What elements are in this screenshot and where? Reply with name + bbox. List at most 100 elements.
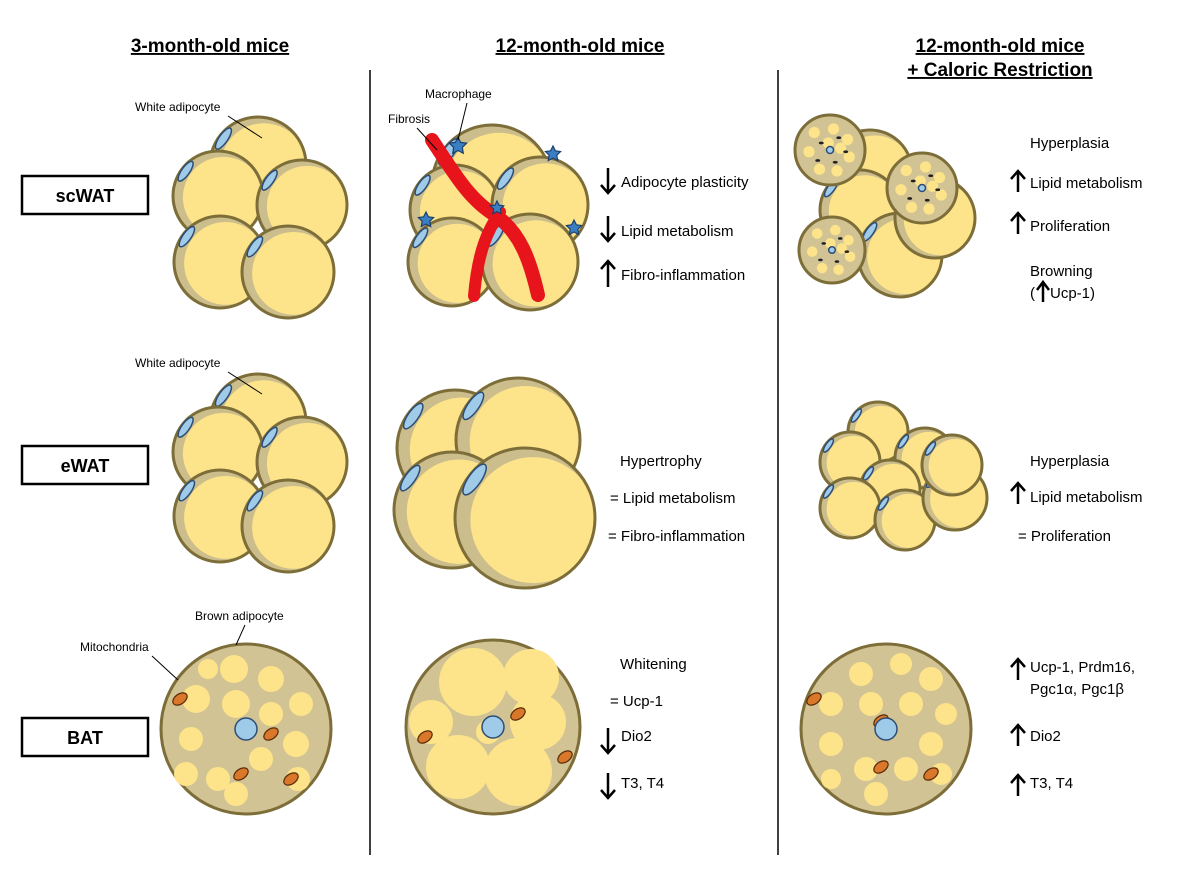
mitochondria-icon xyxy=(873,760,889,774)
lipid-droplet xyxy=(179,727,203,751)
mitochondrion xyxy=(834,260,840,263)
mitochondrion xyxy=(907,197,913,200)
leader-fibrosis xyxy=(416,127,438,151)
finding-text: = Ucp-1 xyxy=(610,693,663,710)
mitochondrion xyxy=(935,188,941,192)
lipid-droplet xyxy=(859,692,883,716)
lipid-droplet xyxy=(249,747,273,771)
lipid-droplet xyxy=(198,659,218,679)
lipid-droplet xyxy=(890,653,912,675)
finding-text: = Fibro-inflammation xyxy=(608,528,745,545)
ewat-12m-cluster xyxy=(392,376,597,590)
lipid-droplet xyxy=(258,666,284,692)
label-brown-adipocyte: Brown adipocyte xyxy=(195,609,284,623)
nucleus xyxy=(261,426,278,448)
row-label-bat-text: BAT xyxy=(67,728,103,748)
lipid-droplet xyxy=(409,700,453,744)
arrow-down-icon xyxy=(600,728,616,755)
leader-brown-adipocyte xyxy=(235,624,246,646)
finding-text: Ucp-1, Prdm16, xyxy=(1030,659,1135,676)
lipid-droplet xyxy=(899,692,923,716)
mitochondria-icon xyxy=(557,750,573,764)
macrophage-icon xyxy=(565,218,583,236)
mitochondria-icon xyxy=(172,692,188,706)
bat-3m-cell xyxy=(159,642,333,816)
lipid-droplet xyxy=(894,757,918,781)
header-col1: 3-month-old mice xyxy=(131,36,289,57)
finding-text: Lipid metabolism xyxy=(1030,489,1143,506)
mitochondrion xyxy=(928,174,934,178)
macrophage-icon xyxy=(488,199,506,215)
label-fibrosis: Fibrosis xyxy=(388,112,430,126)
bat-cr-cell xyxy=(799,642,973,816)
macrophage-icon xyxy=(448,135,468,155)
mitochondrion xyxy=(818,258,823,262)
nucleus xyxy=(177,416,194,438)
lipid-droplet xyxy=(283,731,309,757)
finding-text: = Lipid metabolism xyxy=(610,490,735,507)
bat-12m-cell xyxy=(404,638,582,816)
lipid-droplet xyxy=(289,692,313,716)
arrow-up-icon xyxy=(1010,481,1026,504)
findings-scwat-12m: Adipocyte plasticity Lipid metabolism Fi… xyxy=(600,168,749,287)
lipid-droplet xyxy=(864,782,888,806)
beige-adipocyte xyxy=(793,113,867,187)
lipid-droplet xyxy=(174,762,198,786)
nucleus xyxy=(877,496,890,511)
mitochondria-icon xyxy=(510,707,526,721)
macrophages xyxy=(417,135,583,236)
mitochondrion xyxy=(843,150,849,154)
lipid-droplet xyxy=(821,769,841,789)
header-col2: 12-month-old mice xyxy=(496,36,665,57)
leader-mitochondria xyxy=(151,655,179,681)
finding-text: Adipocyte plasticity xyxy=(621,174,749,191)
nucleus xyxy=(246,235,264,258)
row-label-ewat: eWAT xyxy=(20,444,150,486)
finding-text: T3, T4 xyxy=(1030,775,1073,792)
arrow-up-icon xyxy=(1036,279,1050,302)
lipid-droplet xyxy=(484,738,552,806)
finding-text: Lipid metabolism xyxy=(1030,175,1143,192)
scwat-3m-cluster xyxy=(171,115,349,320)
nucleus xyxy=(917,183,927,193)
nucleus xyxy=(214,127,233,150)
white-adipocyte xyxy=(453,446,597,590)
nucleus xyxy=(462,463,487,496)
mitochondrion xyxy=(837,237,843,240)
arrow-down-icon xyxy=(600,168,616,195)
mitochondrion xyxy=(815,159,821,162)
arrow-up-icon xyxy=(1010,169,1026,192)
findings-ewat-cr: Hyperplasia Lipid metabolism = Prolifera… xyxy=(1010,453,1143,545)
finding-text: Dio2 xyxy=(1030,728,1061,745)
ewat-cr-cluster xyxy=(818,400,989,552)
mitochondrion xyxy=(821,242,827,245)
nucleus xyxy=(481,715,505,739)
lipid-droplet xyxy=(426,735,490,799)
row-label-ewat-text: eWAT xyxy=(61,456,110,476)
mitochondria-icon xyxy=(806,692,822,706)
row-label-bat: BAT xyxy=(20,716,150,758)
mitochondrion xyxy=(844,250,850,253)
white-adipocyte xyxy=(920,433,984,497)
nucleus xyxy=(822,484,835,499)
mitochondrion xyxy=(832,160,838,164)
label-mitochondria: Mitochondria xyxy=(80,640,149,654)
beige-adipocyte xyxy=(797,215,867,285)
leader-white-adipocyte-sc xyxy=(227,115,263,139)
nucleus xyxy=(399,464,421,492)
mitochondrion xyxy=(910,179,916,183)
finding-text: Dio2 xyxy=(621,728,652,745)
finding-text: Hyperplasia xyxy=(1030,135,1110,152)
arrow-up-icon xyxy=(600,259,616,287)
lipid-droplet xyxy=(819,732,843,756)
finding-text: = Proliferation xyxy=(1018,528,1111,545)
findings-bat-cr: Ucp-1, Prdm16, Pgc1α, Pgc1β Dio2 T3, T4 xyxy=(1010,657,1135,796)
mitochondria-icon xyxy=(417,730,433,744)
finding-text: T3, T4 xyxy=(621,775,664,792)
nucleus xyxy=(412,227,429,249)
finding-text: Whitening xyxy=(620,656,687,673)
row-label-scwat-text: scWAT xyxy=(56,186,115,206)
lipid-droplet xyxy=(206,767,230,791)
lipid-droplet xyxy=(439,648,507,716)
